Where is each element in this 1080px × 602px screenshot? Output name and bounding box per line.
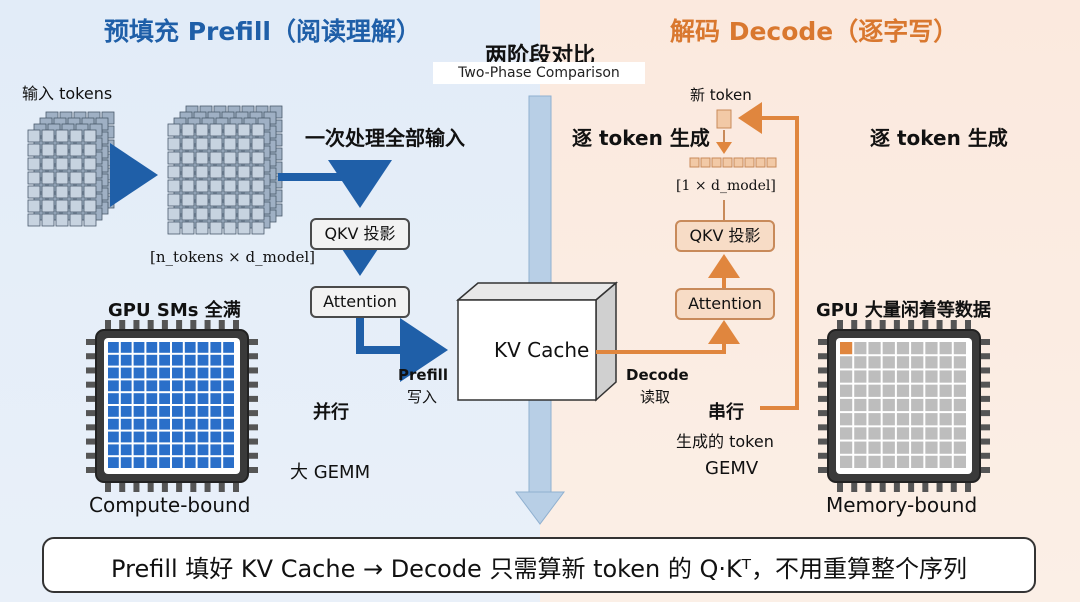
prefill-qkv-label: QKV 投影 [324, 224, 396, 243]
token-by-token-label-right: 逐 token 生成 [870, 126, 1008, 150]
token-matrix-cube [167, 105, 283, 235]
matrix-to-qkv-arrow [278, 160, 392, 208]
decode-attention-box: Attention [675, 288, 775, 320]
attention-to-kvcache-arrow [356, 318, 448, 382]
parallel-label: 并行 [313, 402, 349, 423]
new-token-label: 新 token [690, 86, 752, 104]
matrix-dim-label: [n_tokens × d_model] [150, 248, 315, 266]
serial-label: 串行 [708, 402, 744, 423]
input-tokens-label: 输入 tokens [22, 84, 113, 103]
gpu-full-label: GPU SMs 全满 [108, 300, 241, 321]
serial-loop-arrow [738, 102, 799, 410]
memory-bound-label: Memory-bound [826, 493, 978, 517]
kv-cache-label: KV Cache [494, 338, 590, 362]
input-tokens-cube [27, 111, 115, 227]
gemm-label: 大 GEMM [290, 462, 371, 483]
prefill-title: 预填充 Prefill（阅读理解） [104, 17, 421, 46]
token-by-token-label-left: 逐 token 生成 [572, 126, 710, 150]
process-all-label: 一次处理全部输入 [305, 126, 465, 150]
decode-title: 解码 Decode（逐字写） [670, 17, 959, 46]
prefill-arrows [110, 143, 448, 382]
gpu-idle-label: GPU 大量闲着等数据 [816, 300, 991, 321]
generated-token-label: 生成的 token [676, 432, 774, 451]
vector-dim-label: [1 × d_model] [676, 178, 776, 194]
decode-arrows [596, 102, 799, 410]
decode-attention-label: Attention [688, 294, 762, 313]
prefill-attention-box: Attention [310, 286, 410, 318]
prefill-write-label-1: Prefill [398, 366, 448, 384]
kv-cache-box [455, 281, 619, 402]
decode-read-label-1: Decode [626, 366, 689, 384]
gpu-chip-decode [818, 320, 990, 492]
decode-panel [540, 0, 1080, 602]
comparison-subtitle: Two-Phase Comparison [433, 62, 645, 84]
prefill-panel [0, 0, 540, 602]
decode-qkv-label: QKV 投影 [689, 226, 761, 245]
prefill-qkv-box: QKV 投影 [310, 218, 410, 250]
kvcache-to-attention-arrow [596, 320, 740, 354]
prefill-write-label-2: 写入 [407, 388, 438, 406]
gemv-label: GEMV [705, 458, 759, 479]
decode-qkv-box: QKV 投影 [675, 220, 775, 252]
summary-box [42, 537, 1036, 593]
gpu-chip-prefill [86, 320, 258, 492]
decode-read-label-2: 读取 [640, 388, 671, 406]
prefill-attention-label: Attention [323, 292, 397, 311]
decode-vector [689, 109, 777, 168]
compute-bound-label: Compute-bound [89, 493, 251, 517]
summary-text: Prefill 填好 KV Cache → Decode 只需算新 token … [111, 555, 967, 583]
